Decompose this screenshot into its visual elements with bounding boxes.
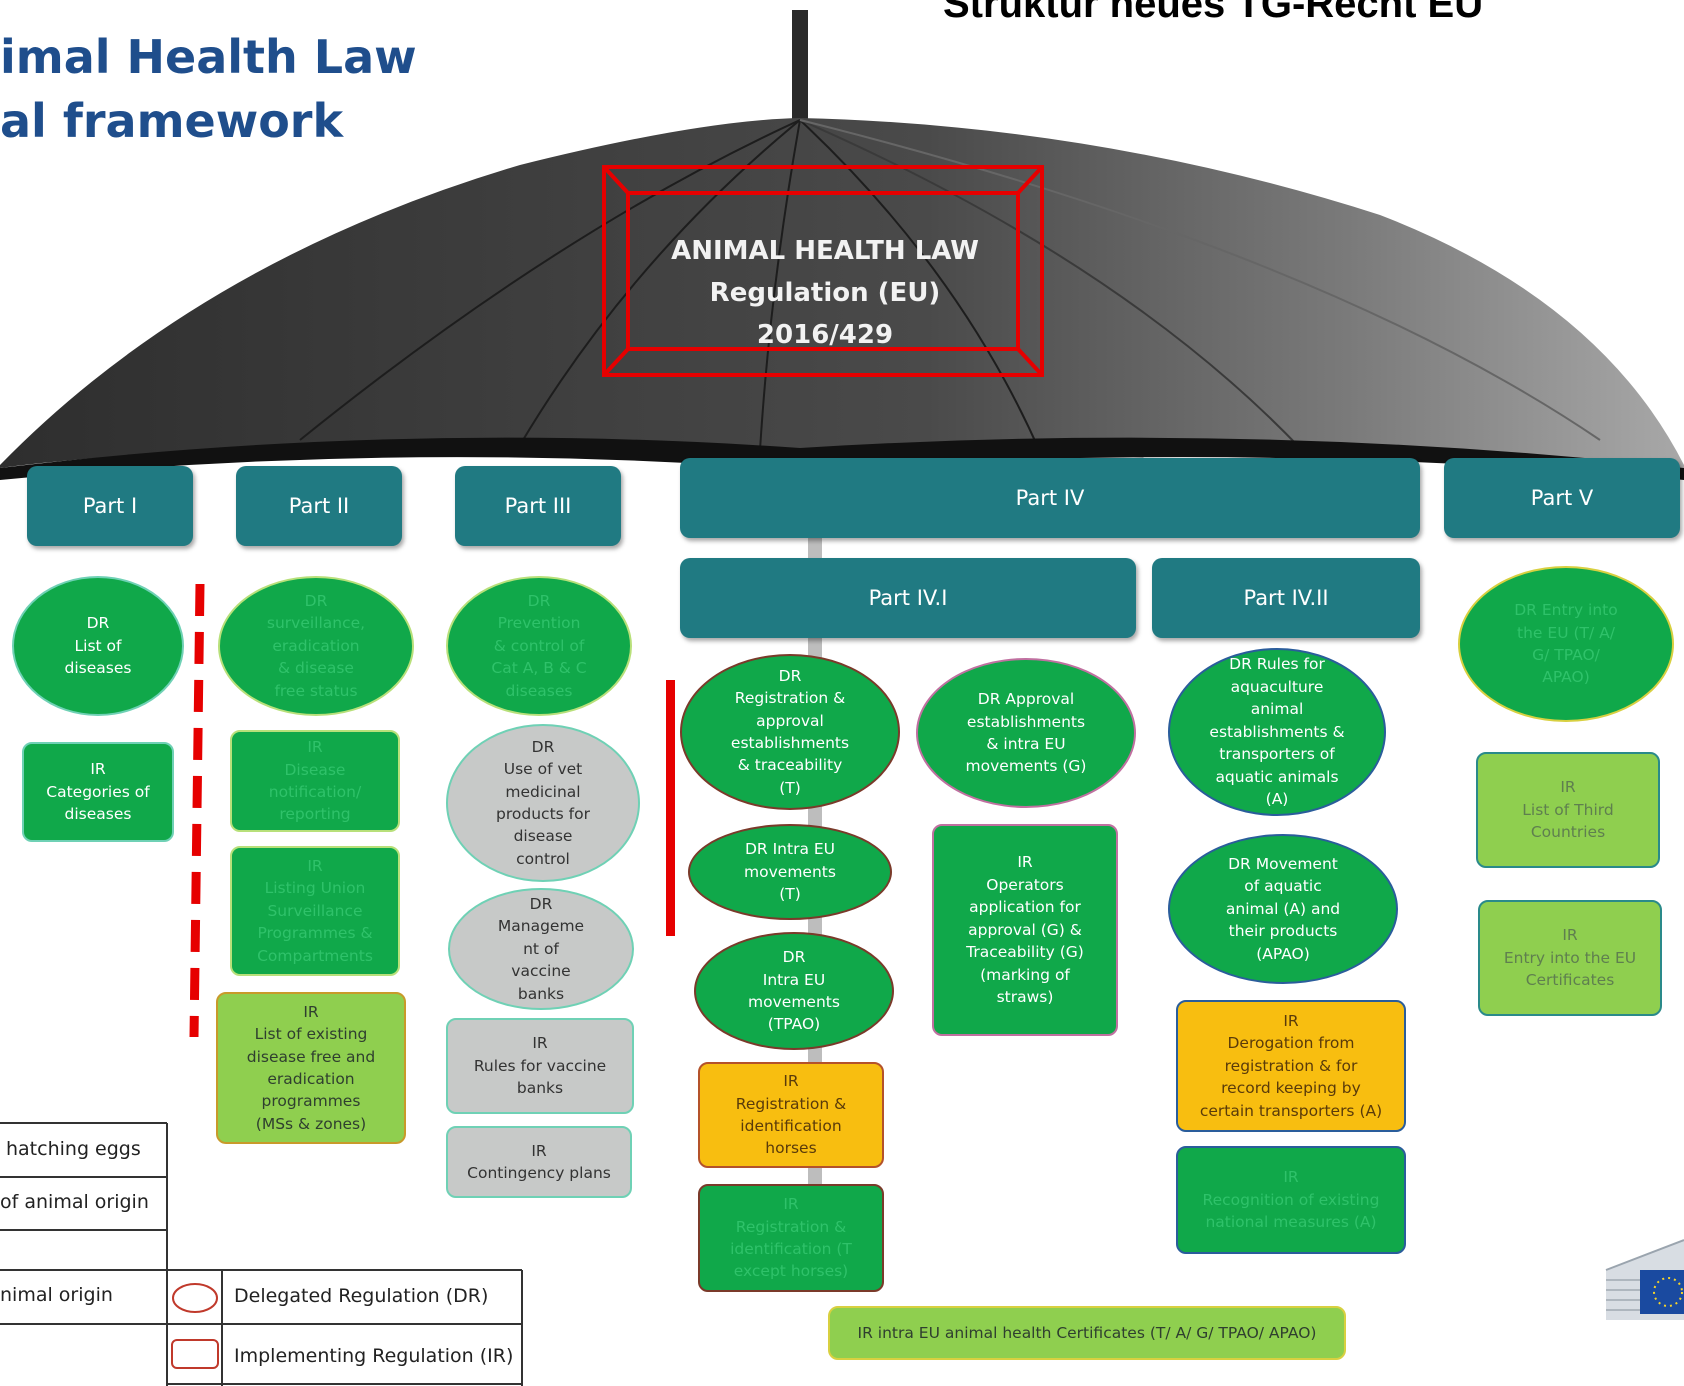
dr-management-of-vaccine-banks: DR Manageme nt of vaccine banks [448,888,634,1010]
legend-row-nimal-origin: nimal origin [0,1284,113,1306]
eu-commission-logo [1605,1239,1684,1320]
dr-approval-establishments-g: DR Approval establishments & intra EU mo… [916,658,1136,808]
legend-table-lines [0,1122,523,1386]
red-dashed-marker [189,583,205,1038]
part-v-header: Part V [1444,458,1680,538]
dr-use-of-vet-medicinal-products: DR Use of vet medicinal products for dis… [446,724,640,882]
part-ii-header: Part II [236,466,402,546]
umbrella-tip [792,10,808,140]
eu-flag-icon [1640,1270,1684,1314]
ir-list-of-third-countries: IR List of Third Countries [1476,752,1660,868]
ir-categories-of-diseases: IR Categories of diseases [22,742,174,842]
red-highlight-frame [602,165,1044,377]
dr-intra-eu-movements-t: DR Intra EU movements (T) [688,824,892,920]
legend-row-animal-origin: of animal origin [0,1191,149,1213]
part-iii-header: Part III [455,466,621,546]
slide-heading: Struktur neues TG-Recht EU [943,0,1484,26]
ir-entry-into-eu-certificates: IR Entry into the EU Certificates [1478,900,1662,1016]
center-box-line-2: Regulation (EU) 2016/429 [709,278,941,350]
dr-registration-approval-establishments: DR Registration & approval establishment… [680,654,900,810]
ir-derogation-registration: IR Derogation from registration & for re… [1176,1000,1406,1132]
dr-movement-aquatic-animal: DR Movement of aquatic animal (A) and th… [1168,834,1398,984]
center-box-line-1: ANIMAL HEALTH LAW [671,236,979,266]
red-solid-marker [666,680,675,936]
dr-surveillance-eradication: DR surveillance, eradication & disease f… [218,576,414,716]
legend-rect-symbol [171,1339,219,1369]
part-iv-ii-header: Part IV.II [1152,558,1420,638]
ir-list-existing-disease-free: IR List of existing disease free and era… [216,992,406,1144]
legend-implementing-regulation: Implementing Regulation (IR) [234,1345,514,1367]
legend-row-hatching-eggs: hatching eggs [6,1138,141,1160]
page-title-line-2: al framework [0,94,344,148]
dr-list-of-diseases: DR List of diseases [12,576,184,716]
ir-disease-notification: IR Disease notification/ reporting [230,730,400,832]
ir-recognition-national-measures: IR Recognition of existing national meas… [1176,1146,1406,1254]
legend-delegated-regulation: Delegated Regulation (DR) [234,1285,489,1307]
ir-registration-identification-horses: IR Registration & identification horses [698,1062,884,1168]
dr-rules-aquaculture-establishments: DR Rules for aquaculture animal establis… [1168,648,1386,816]
ir-rules-for-vaccine-banks: IR Rules for vaccine banks [446,1018,634,1114]
ir-contingency-plans: IR Contingency plans [446,1126,632,1198]
legend-ellipse-symbol [172,1283,218,1313]
dr-intra-eu-movements-tpao: DR Intra EU movements (TPAO) [694,932,894,1050]
ir-operators-application-approval: IR Operators application for approval (G… [932,824,1118,1036]
part-iv-header: Part IV [680,458,1420,538]
ir-registration-identification-t: IR Registration & identification (T exce… [698,1184,884,1292]
part-iv-i-header: Part IV.I [680,558,1136,638]
umbrella-canopy [0,118,1684,468]
ir-intra-eu-animal-health-certificates: IR intra EU animal health Certificates (… [828,1306,1346,1360]
dr-prevention-control-diseases: DR Prevention & control of Cat A, B & C … [446,576,632,716]
part-i-header: Part I [27,466,193,546]
page-title-line-1: imal Health Law [0,30,417,84]
animal-health-law-title: ANIMAL HEALTH LAW Regulation (EU) 2016/4… [640,230,1010,356]
ir-union-surveillance-programmes: IR Listing Union Surveillance Programmes… [230,846,400,976]
dr-entry-into-the-eu: DR Entry into the EU (T/ A/ G/ TPAO/ APA… [1458,566,1674,722]
